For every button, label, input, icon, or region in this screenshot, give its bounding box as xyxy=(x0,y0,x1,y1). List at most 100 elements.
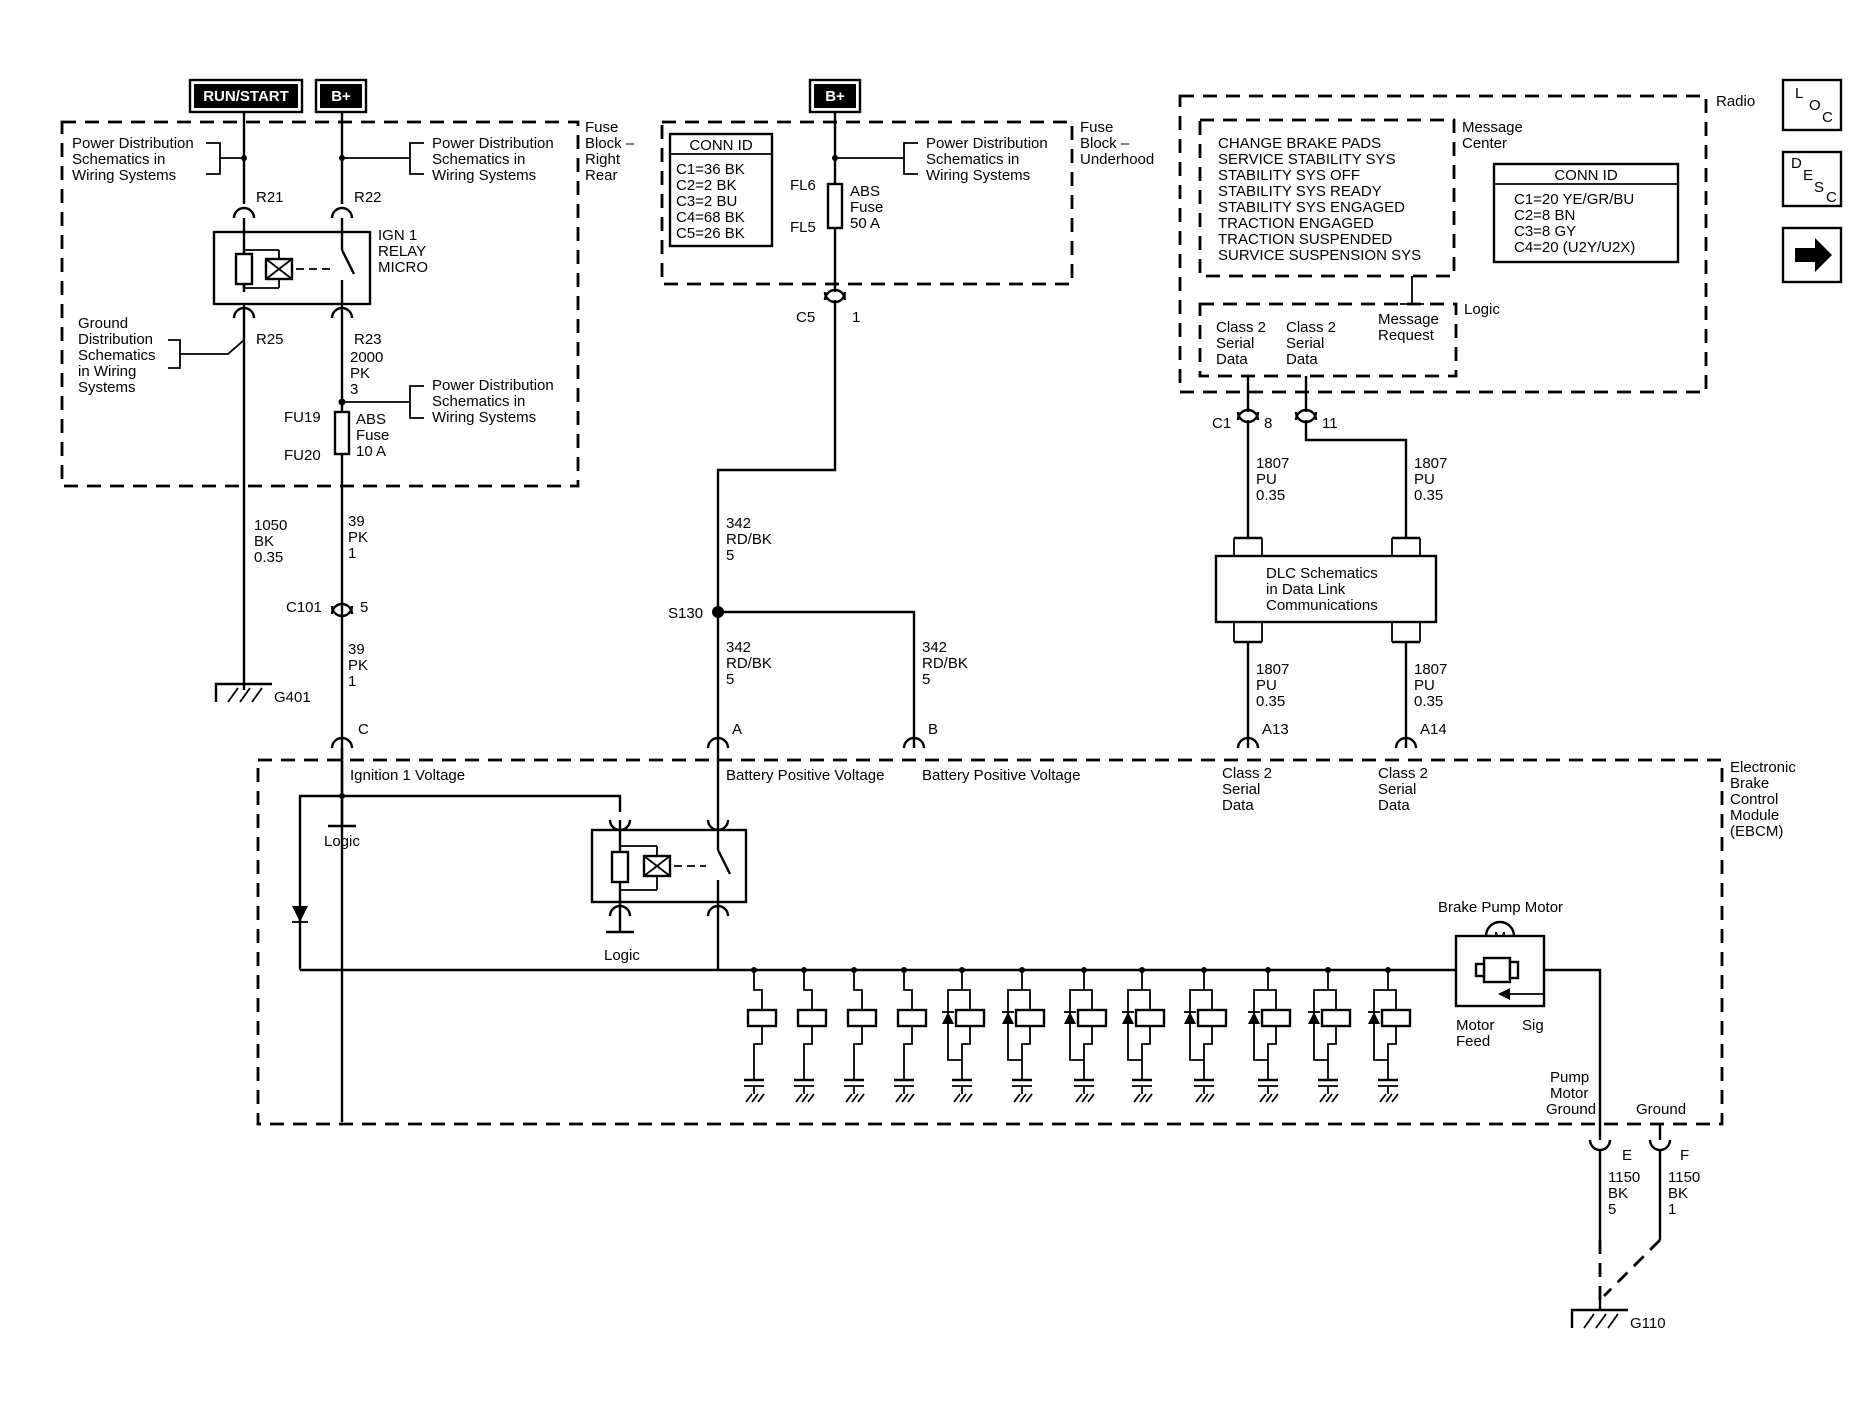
abs-fuse-50a-line-2: Fuse xyxy=(850,199,883,216)
diode-wire xyxy=(1127,989,1142,1061)
pump-motor-label: Brake Pump Motor xyxy=(1438,899,1563,916)
wire-342-b-color: RD/BK xyxy=(922,655,968,672)
diode-wire xyxy=(947,989,962,1061)
ground-icon xyxy=(1133,1093,1153,1103)
ground-icon xyxy=(745,1093,765,1103)
radio-class2-b-line-3: Data xyxy=(1286,351,1318,368)
ground-dist-line-5: Systems xyxy=(78,379,136,396)
dlc-box-line-2: in Data Link xyxy=(1266,581,1346,598)
run-start-tag: RUN/START xyxy=(188,78,304,114)
diode-wire xyxy=(1069,989,1084,1061)
desc-letter-d: D xyxy=(1791,155,1802,172)
solenoid-return xyxy=(1203,1026,1213,1080)
radio-logic-label: Logic xyxy=(1464,301,1500,318)
pin-e-label: E xyxy=(1622,1147,1632,1164)
underhood-conn-c4: C4=68 BK xyxy=(676,209,745,226)
solenoid-feed xyxy=(1327,970,1337,1010)
wire-1150-f-size: 1 xyxy=(1668,1201,1676,1218)
g401-label: G401 xyxy=(274,689,311,706)
wire-1807-tl-color: PU xyxy=(1256,471,1277,488)
fu20-label: FU20 xyxy=(284,447,321,464)
underhood-conn-c1: C1=36 BK xyxy=(676,161,745,178)
abs-fuse-10a-line-3: 10 A xyxy=(356,443,386,460)
wire-1807-br-num: 1807 xyxy=(1414,661,1447,678)
ignition-voltage-label: Ignition 1 Voltage xyxy=(350,767,465,784)
fuse-block-underhood-boundary xyxy=(660,120,1074,286)
diode-icon xyxy=(1064,1012,1076,1024)
dlc-schematics-box[interactable]: DLC Schematics in Data Link Communicatio… xyxy=(1214,554,1438,624)
pin-r22: R22 xyxy=(354,189,382,206)
fuse-block-rear-title-1: Fuse xyxy=(585,119,618,136)
radio-conn-id-title: CONN ID xyxy=(1554,167,1618,184)
solenoid-feed xyxy=(803,970,813,1010)
message-center-boundary xyxy=(1198,118,1456,278)
c101-pin: 5 xyxy=(360,599,368,616)
radio-class2-b-line-1: Class 2 xyxy=(1286,319,1336,336)
desc-button[interactable]: D E S C xyxy=(1781,150,1843,208)
wire-1150-f-num: 1150 xyxy=(1668,1169,1700,1186)
message-center-label-1: Message xyxy=(1462,119,1523,136)
underhood-conn-id-title: CONN ID xyxy=(689,137,753,154)
loc-letter-l: L xyxy=(1795,85,1803,102)
next-page-button[interactable] xyxy=(1781,226,1843,284)
wire-39-top-color: PK xyxy=(348,529,368,546)
solenoid-feed xyxy=(853,970,863,1010)
arrow-right-icon xyxy=(1795,238,1832,272)
radio-pin-11: 11 xyxy=(1322,415,1338,432)
fuse-block-underhood-title-3: Underhood xyxy=(1080,151,1154,168)
ebcm-title-4: Module xyxy=(1730,807,1779,824)
wire-1807-tr-color: PU xyxy=(1414,471,1435,488)
pump-ground-line-3: Ground xyxy=(1546,1101,1596,1118)
underhood-pd-line-2: Schematics in xyxy=(926,151,1019,168)
b-plus-tag-center: B+ xyxy=(808,78,862,114)
wire-r23-num: 2000 xyxy=(350,349,383,366)
radio-pin-8: 8 xyxy=(1264,415,1272,432)
radio-class2-a-line-2: Serial xyxy=(1216,335,1254,352)
ground-g110-icon xyxy=(1570,1296,1628,1329)
diode-wire xyxy=(1189,989,1204,1061)
c101-label: C101 xyxy=(286,599,322,616)
relay-label-2: RELAY xyxy=(378,243,426,260)
abs-fuse-50a xyxy=(826,182,844,230)
sig-label: Sig xyxy=(1522,1017,1544,1034)
pd-right-line-2: Schematics in xyxy=(432,151,525,168)
ebcm-class2-a-line-1: Class 2 xyxy=(1222,765,1272,782)
desc-letter-c: C xyxy=(1826,189,1837,206)
wire-r23-color: PK xyxy=(350,365,370,382)
underhood-conn-c5: C5=26 BK xyxy=(676,225,745,242)
wire-1807-tl-num: 1807 xyxy=(1256,455,1289,472)
message-1: CHANGE BRAKE PADS xyxy=(1218,135,1381,152)
solenoid-return xyxy=(853,1026,863,1080)
ground-icon xyxy=(895,1093,915,1103)
pd-left-line-3: Wiring Systems xyxy=(72,167,176,184)
solenoid-feed xyxy=(1267,970,1277,1010)
diode-icon xyxy=(1308,1012,1320,1024)
wire-1807-br-size: 0.35 xyxy=(1414,693,1443,710)
diode-icon xyxy=(1184,1012,1196,1024)
diode-icon xyxy=(1248,1012,1260,1024)
ebcm-ground-label: Ground xyxy=(1636,1101,1686,1118)
loc-button[interactable]: L O C xyxy=(1781,78,1843,132)
underhood-conn-id-table: CONN ID C1=36 BK C2=2 BK C3=2 BU C4=68 B… xyxy=(668,132,774,248)
wire-r23-size: 3 xyxy=(350,381,358,398)
c5-label: C5 xyxy=(796,309,815,326)
solenoid-return xyxy=(1387,1026,1397,1080)
ground-icon xyxy=(1075,1093,1095,1103)
ebcm-title-5: (EBCM) xyxy=(1730,823,1783,840)
message-3: STABILITY SYS OFF xyxy=(1218,167,1360,184)
ground-icon xyxy=(1259,1093,1279,1103)
wire-39-bot-size: 1 xyxy=(348,673,356,690)
solenoid-return xyxy=(961,1026,971,1080)
ground-icon xyxy=(1319,1093,1339,1103)
underhood-pd-line-3: Wiring Systems xyxy=(926,167,1030,184)
pd-right-line-3: Wiring Systems xyxy=(432,167,536,184)
wire-1807-bl-color: PU xyxy=(1256,677,1277,694)
abs-fuse-10a xyxy=(333,410,351,456)
fuse-block-rear-boundary xyxy=(60,120,580,488)
underhood-conn-c2: C2=2 BK xyxy=(676,177,736,194)
msg-request-line-1: Message xyxy=(1378,311,1439,328)
solenoid-return xyxy=(1327,1026,1337,1080)
radio-conn-c2: C2=8 BN xyxy=(1514,207,1575,224)
message-2: SERVICE STABILITY SYS xyxy=(1218,151,1396,168)
